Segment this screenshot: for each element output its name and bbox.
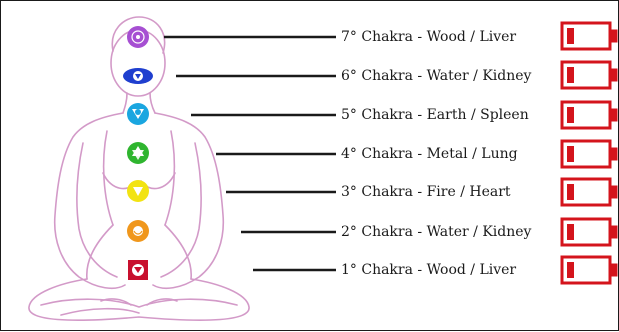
chakra-6-label: 6° Chakra - Water / Kidney [341,67,531,85]
sacral-chakra-icon [127,220,149,242]
battery-icons [562,23,616,283]
low-battery-icon [562,141,616,167]
throat-chakra-icon [127,103,149,125]
chakra-3-label: 3° Chakra - Fire / Heart [341,183,511,201]
crown-chakra-icon [127,26,149,48]
low-battery-icon [562,102,616,128]
low-battery-icon [562,257,616,283]
low-battery-icon [562,219,616,245]
chakra-1-label: 1° Chakra - Wood / Liver [341,261,516,279]
chakra-4-label: 4° Chakra - Metal / Lung [341,145,518,163]
third-eye-chakra-icon [123,68,153,84]
solar-plexus-chakra-icon [127,180,149,202]
low-battery-icon [562,62,616,88]
low-battery-icon [562,23,616,49]
chakra-2-label: 2° Chakra - Water / Kidney [341,223,531,241]
chakra-5-label: 5° Chakra - Earth / Spleen [341,106,529,124]
low-battery-icon [562,179,616,205]
chakra-7-label: 7° Chakra - Wood / Liver [341,28,516,46]
root-chakra-icon [128,260,148,280]
heart-chakra-icon [127,142,149,164]
